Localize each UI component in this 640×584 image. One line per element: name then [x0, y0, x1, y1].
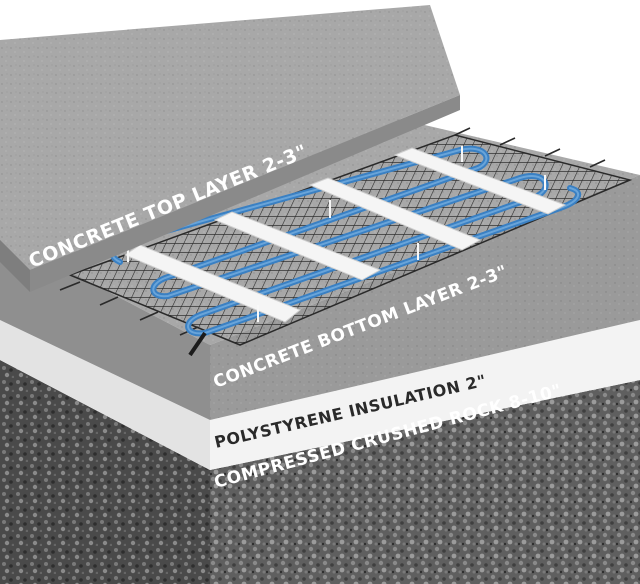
crushed-rock-front-face [210, 380, 640, 584]
concrete-bottom-front-face [210, 175, 640, 420]
cable-lead-wire [188, 331, 207, 357]
concrete-top-slab-side [0, 240, 30, 292]
concrete-top-slab-front [30, 95, 460, 292]
crushed-rock-side-face [0, 360, 210, 584]
polystyrene-insulation-front [210, 320, 640, 470]
concrete-top-slab-surface [0, 5, 460, 270]
polystyrene-insulation-side [0, 320, 210, 470]
mesh-rebar-ends [59, 127, 606, 336]
mounting-straps [123, 147, 567, 323]
